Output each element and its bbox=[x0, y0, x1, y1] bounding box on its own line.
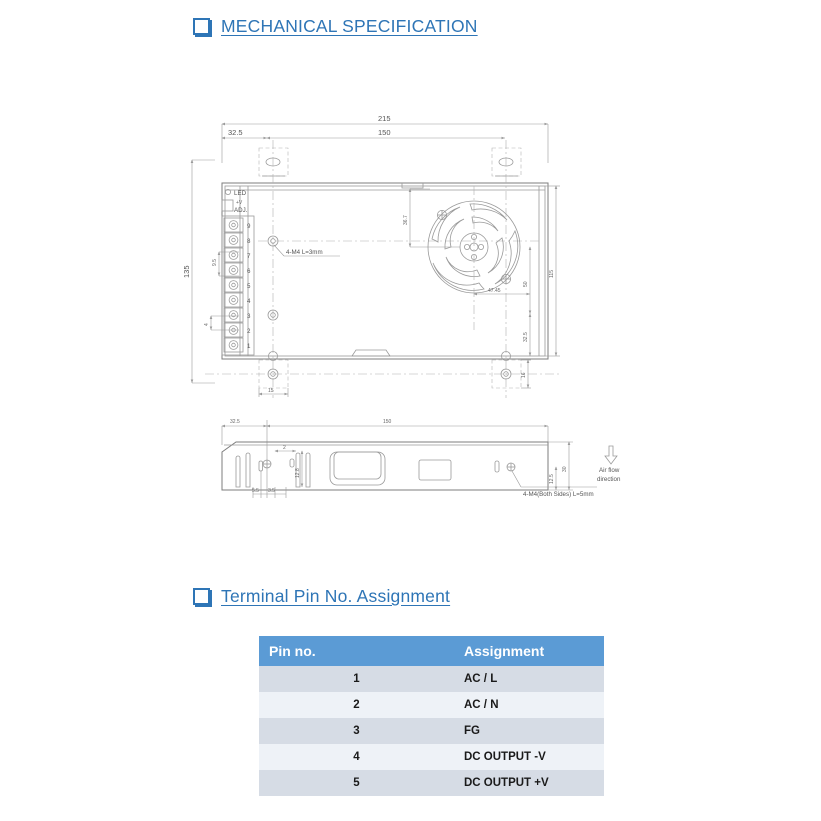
svg-text:4: 4 bbox=[204, 323, 210, 326]
dim-overall-height: 135 bbox=[182, 159, 215, 384]
svg-text:4-M4 L=3mm: 4-M4 L=3mm bbox=[286, 249, 323, 256]
table-header-row: Pin no. Assignment bbox=[259, 636, 604, 666]
svg-text:4-M4(Both Sides) L=5mm: 4-M4(Both Sides) L=5mm bbox=[523, 491, 594, 498]
svg-text:215: 215 bbox=[378, 114, 391, 123]
header-assignment: Assignment bbox=[454, 636, 604, 666]
cell-pin-no: 5 bbox=[259, 770, 454, 796]
svg-text:+V: +V bbox=[236, 200, 243, 206]
section-heading-mechanical: MECHANICAL SPECIFICATION bbox=[193, 16, 478, 37]
svg-text:4: 4 bbox=[247, 298, 251, 305]
svg-text:5: 5 bbox=[247, 283, 251, 290]
svg-text:50: 50 bbox=[523, 281, 529, 287]
svg-text:30: 30 bbox=[562, 466, 568, 472]
table-row: 4 DC OUTPUT -V bbox=[259, 744, 604, 770]
cell-pin-no: 4 bbox=[259, 744, 454, 770]
cell-assignment: FG bbox=[454, 718, 604, 744]
callout-4m4-3mm: 4-M4 L=3mm bbox=[258, 235, 540, 321]
svg-text:Air flow: Air flow bbox=[599, 467, 620, 474]
cell-assignment: AC / N bbox=[454, 692, 604, 718]
table-row: 5 DC OUTPUT +V bbox=[259, 770, 604, 796]
svg-text:115: 115 bbox=[549, 270, 555, 278]
dim-terminal-groups: 9.5 4 bbox=[204, 251, 239, 331]
cell-assignment: DC OUTPUT -V bbox=[454, 744, 604, 770]
dim-fan-from-top: 36.7 bbox=[403, 188, 460, 248]
adj-potentiometer: +V ADJ. bbox=[221, 199, 248, 214]
airflow-arrow-icon bbox=[604, 445, 618, 465]
svg-text:1: 1 bbox=[247, 343, 251, 350]
cell-pin-no: 2 bbox=[259, 692, 454, 718]
svg-text:150: 150 bbox=[378, 128, 391, 137]
svg-text:32.5: 32.5 bbox=[230, 419, 240, 425]
svg-text:7: 7 bbox=[247, 253, 251, 260]
svg-text:47.45: 47.45 bbox=[488, 288, 501, 294]
svg-text:6: 6 bbox=[247, 268, 251, 275]
square-bullet-icon bbox=[193, 588, 210, 605]
dim-overall-width: 215 bbox=[221, 114, 549, 163]
dim-right-offset: 32.5 bbox=[523, 313, 532, 356]
svg-text:9: 9 bbox=[247, 223, 251, 230]
svg-text:2: 2 bbox=[283, 445, 286, 451]
cell-pin-no: 1 bbox=[259, 666, 454, 692]
section-heading-terminal: Terminal Pin No. Assignment bbox=[193, 586, 450, 607]
terminal-block-strip: 9 8 7 6 5 4 3 2 1 bbox=[221, 215, 255, 356]
table-row: 1 AC / L bbox=[259, 666, 604, 692]
svg-text:32.5: 32.5 bbox=[228, 128, 243, 137]
cell-pin-no: 3 bbox=[259, 718, 454, 744]
svg-text:36.7: 36.7 bbox=[403, 215, 409, 225]
section-title-mechanical: MECHANICAL SPECIFICATION bbox=[221, 16, 478, 36]
dim-body-height: 115 bbox=[545, 185, 560, 357]
cell-assignment: DC OUTPUT +V bbox=[454, 770, 604, 796]
table-row: 3 FG bbox=[259, 718, 604, 744]
section-title-terminal: Terminal Pin No. Assignment bbox=[221, 586, 451, 606]
dim-left-offset-top: 32.5 bbox=[221, 128, 267, 140]
svg-text:5.5: 5.5 bbox=[252, 488, 259, 494]
mounting-feet bbox=[258, 147, 522, 389]
side-view: 32.5 150 bbox=[221, 419, 621, 498]
svg-text:3.5: 3.5 bbox=[268, 488, 275, 494]
dim-foot-width: 15 bbox=[258, 388, 289, 397]
svg-text:12.5: 12.5 bbox=[549, 474, 555, 484]
table-row: 2 AC / N bbox=[259, 692, 604, 718]
square-bullet-icon bbox=[193, 18, 210, 35]
dim-mount-width: 150 bbox=[266, 128, 505, 140]
svg-text:direction: direction bbox=[597, 476, 621, 483]
dim-fan-from-left: 47.45 bbox=[473, 288, 530, 296]
svg-text:8: 8 bbox=[247, 238, 251, 245]
svg-text:LED: LED bbox=[234, 190, 247, 197]
svg-text:9.5: 9.5 bbox=[212, 259, 218, 266]
svg-text:150: 150 bbox=[383, 419, 392, 425]
led-indicator: LED bbox=[224, 188, 247, 197]
dim-foot-height: 16 bbox=[521, 359, 531, 389]
svg-text:ADJ.: ADJ. bbox=[234, 207, 248, 214]
svg-text:32.5: 32.5 bbox=[523, 332, 529, 342]
svg-text:135: 135 bbox=[182, 265, 191, 278]
fan-guard bbox=[427, 200, 521, 294]
svg-text:16: 16 bbox=[521, 372, 527, 378]
dim-fan-vertical: 50 bbox=[523, 246, 532, 314]
svg-text:15: 15 bbox=[268, 388, 274, 394]
svg-text:3: 3 bbox=[247, 313, 251, 320]
svg-text:2: 2 bbox=[247, 328, 251, 335]
cell-assignment: AC / L bbox=[454, 666, 604, 692]
pin-assignment-table: Pin no. Assignment 1 AC / L 2 AC / N 3 F… bbox=[259, 636, 604, 796]
header-pin-no: Pin no. bbox=[259, 636, 454, 666]
svg-text:12.8: 12.8 bbox=[295, 468, 301, 478]
